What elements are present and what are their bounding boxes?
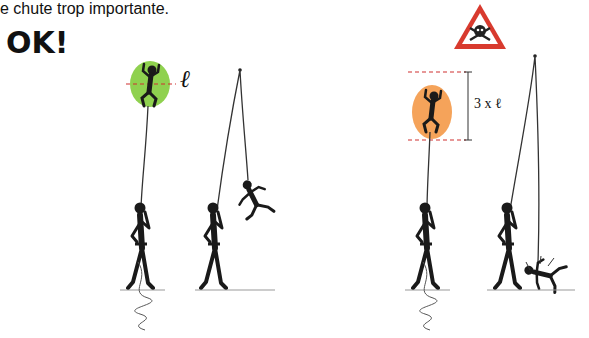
danger-zone bbox=[412, 85, 452, 139]
clip-level bbox=[408, 71, 466, 72]
fall-level bbox=[408, 139, 466, 140]
ground bbox=[405, 290, 450, 291]
dimension-label: 3 x ℓ bbox=[474, 96, 502, 111]
warning-sign-inner bbox=[462, 13, 498, 44]
skull-symbol bbox=[470, 25, 490, 40]
ground bbox=[195, 290, 275, 291]
ground bbox=[120, 290, 165, 291]
rope-coil bbox=[420, 262, 437, 330]
length-symbol: ℓ bbox=[180, 66, 190, 92]
ok-mark: OK! bbox=[6, 26, 68, 59]
dimension-bracket bbox=[464, 72, 472, 140]
rope bbox=[141, 106, 148, 208]
impact-marks bbox=[526, 256, 554, 270]
cropped-text: e chute trop importante. bbox=[0, 0, 169, 18]
warning-sign bbox=[454, 4, 506, 49]
rope-coil bbox=[135, 262, 152, 330]
rope bbox=[427, 132, 430, 210]
ground bbox=[487, 290, 575, 291]
rope bbox=[217, 70, 248, 210]
rope bbox=[510, 56, 539, 262]
